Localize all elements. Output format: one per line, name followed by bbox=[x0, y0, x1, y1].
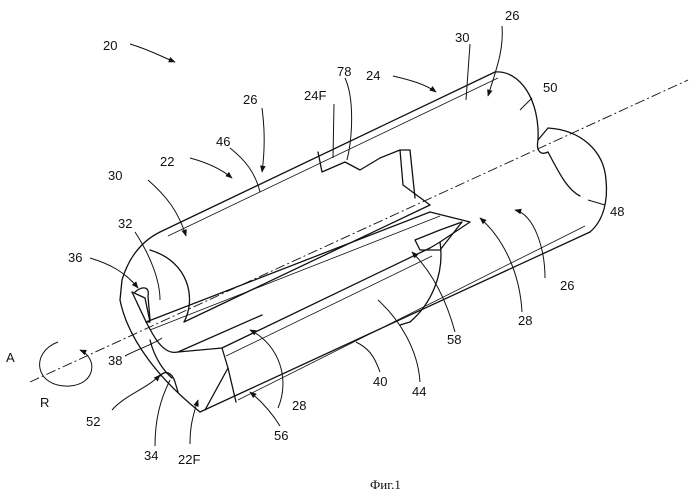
ref-36: 36 bbox=[68, 250, 82, 265]
rotation-arrow bbox=[40, 342, 92, 386]
ref-58: 58 bbox=[447, 332, 461, 347]
rotation-label: R bbox=[40, 395, 49, 410]
ref-46: 46 bbox=[216, 134, 230, 149]
ref-30-left: 30 bbox=[108, 168, 122, 183]
figure-caption: Фиг.1 bbox=[370, 477, 401, 492]
ref-28-right: 28 bbox=[518, 313, 532, 328]
ref-24: 24 bbox=[366, 68, 380, 83]
ref-40: 40 bbox=[373, 374, 387, 389]
ref-26-mid: 26 bbox=[243, 92, 257, 107]
axis-label: A bbox=[6, 350, 15, 365]
ref-78: 78 bbox=[337, 64, 351, 79]
ref-32: 32 bbox=[118, 216, 132, 231]
ref-30-top: 30 bbox=[455, 30, 469, 45]
ref-22f: 22F bbox=[178, 452, 200, 467]
ref-48: 48 bbox=[610, 204, 624, 219]
ref-44: 44 bbox=[412, 384, 426, 399]
axis-line bbox=[30, 80, 688, 382]
ref-34: 34 bbox=[144, 448, 158, 463]
ref-52: 52 bbox=[86, 414, 100, 429]
ref-26-top: 26 bbox=[505, 8, 519, 23]
insert-body bbox=[120, 72, 606, 412]
reference-labels: 20 22 22F 24 24F 26 26 26 26 28 28 30 30… bbox=[6, 8, 624, 467]
ref-38: 38 bbox=[108, 353, 122, 368]
ref-26-right: 26 bbox=[560, 278, 574, 293]
ref-24f: 24F bbox=[304, 88, 326, 103]
ref-28-front: 28 bbox=[292, 398, 306, 413]
ref-20: 20 bbox=[103, 38, 117, 53]
ref-22: 22 bbox=[160, 154, 174, 169]
ref-56: 56 bbox=[274, 428, 288, 443]
ref-50: 50 bbox=[543, 80, 557, 95]
